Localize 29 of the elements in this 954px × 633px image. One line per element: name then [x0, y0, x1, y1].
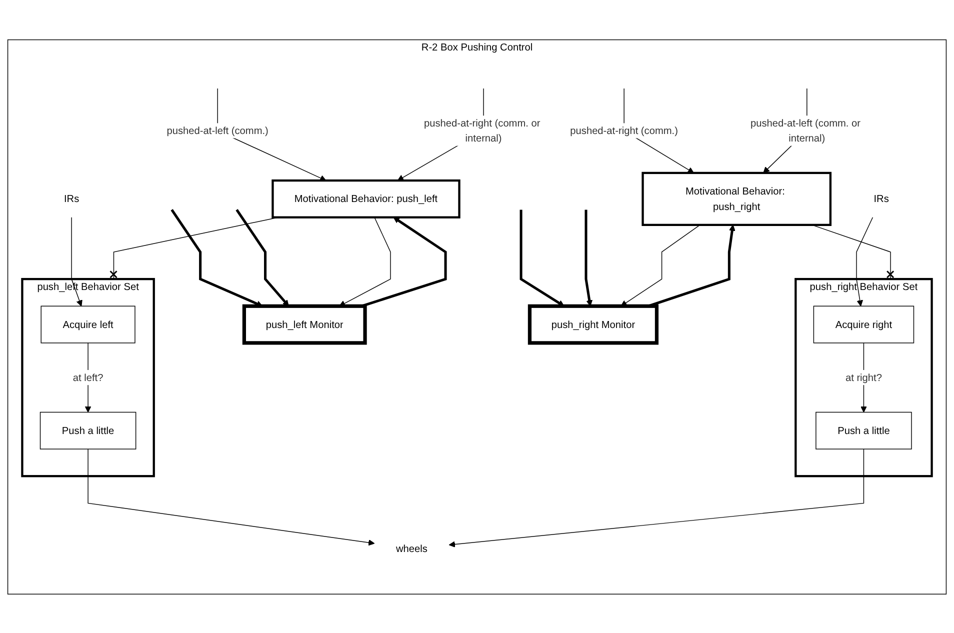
node-box: push_left Monitor	[242, 304, 367, 344]
node-box: push_right Monitor	[528, 304, 659, 344]
edge-label: at right?	[845, 370, 882, 383]
node-box: Push a little	[40, 411, 136, 449]
arrow	[339, 216, 391, 306]
node-box: Acquire right	[813, 305, 914, 343]
arrow	[620, 224, 700, 306]
edge-label: at left?	[72, 370, 104, 383]
node-text: IRs	[874, 192, 889, 204]
arrow	[361, 216, 447, 307]
edge-label: pushed-at-right (comm.)	[570, 124, 678, 136]
node-box: Motivational Behavior: push_left	[272, 179, 460, 218]
node-box: Push a little	[816, 411, 912, 449]
arrow	[520, 209, 564, 306]
arrow	[448, 448, 864, 548]
arrow	[71, 216, 82, 306]
node-box: Motivational Behavior: push_right	[642, 171, 832, 226]
edge-label: pushed-at-left (comm.)	[166, 124, 268, 136]
node-box: Acquire left	[40, 305, 136, 343]
arrow	[170, 208, 263, 306]
node-text: IRs	[64, 192, 80, 204]
arrow	[584, 209, 593, 306]
edge-label: pushed-at-left (comm. or internal)	[750, 116, 861, 144]
arrow	[236, 208, 289, 306]
node-text: wheels	[396, 542, 428, 554]
arrow	[856, 216, 874, 306]
connector	[812, 224, 894, 279]
edge-label: pushed-at-right (comm. or internal)	[424, 116, 540, 144]
arrow	[88, 448, 375, 546]
